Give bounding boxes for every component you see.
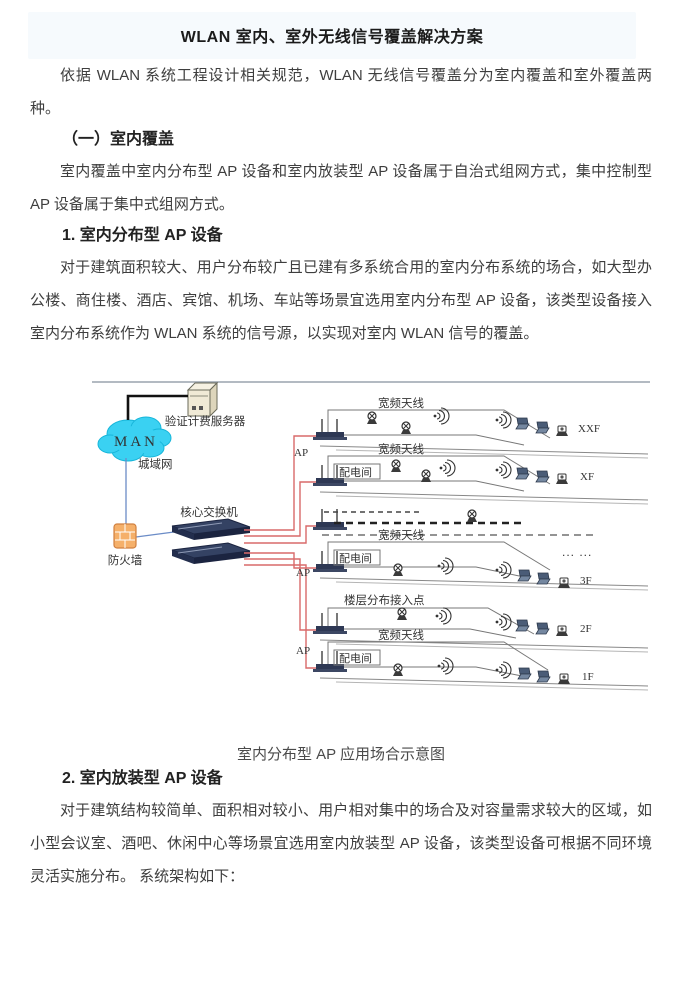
- floor-3f: 宽频天线 配电间 ... ... 3F 楼层分布接入点: [312, 528, 649, 607]
- laptop-icon: [536, 572, 551, 585]
- floor-label-xxf: XXF: [578, 423, 600, 435]
- core-switch-label: 核心交换机: [180, 505, 238, 519]
- auth-server-label: 验证计费服务器: [165, 414, 246, 428]
- floor-label-2f: 2F: [580, 623, 592, 635]
- network-diagram: MAN 城域网 验证计费服务器: [92, 381, 650, 691]
- laptop-icon: [536, 670, 551, 683]
- heading-distributed-ap: 1. 室内分布型 AP 设备: [62, 227, 223, 244]
- wireless-signal-icon: [435, 607, 452, 625]
- heading-fat-ap: 2. 室内放装型 AP 设备: [62, 770, 223, 787]
- ap-device-icon: [312, 418, 348, 441]
- document-page: WLAN 室内、室外无线信号覆盖解决方案 依据 WLAN 系统工程设计相关规范，…: [0, 12, 682, 994]
- floor-label-xf: XF: [580, 471, 594, 483]
- floor-label-3f: 3F: [580, 575, 592, 587]
- core-switch-icon: [171, 518, 251, 540]
- ap-device-icon: [312, 612, 348, 635]
- power-room-label: 配电间: [339, 552, 372, 565]
- firewall-label: 防火墙: [108, 553, 143, 567]
- laptop-icon: [535, 470, 550, 483]
- laptop-icon: [517, 569, 532, 582]
- laptop-icon: [515, 619, 530, 632]
- floor-2f: 2F: [312, 607, 649, 653]
- power-room-label: 配电间: [339, 466, 372, 479]
- intro-paragraph: 依据 WLAN 系统工程设计相关规范，WLAN 无线信号覆盖分为室内覆盖和室外覆…: [30, 67, 652, 117]
- distributed-ap-paragraph: 对于建筑面积较大、用户分布较广且已建有多系统合用的室内分布系统的场合，如大型办公…: [30, 259, 652, 342]
- ap-feeder-lines: [244, 435, 316, 669]
- broadband-antenna-label: 宽频天线: [378, 528, 424, 542]
- wireless-signal-icon: [495, 561, 512, 579]
- terminal-icon: [557, 577, 571, 589]
- floor-label-1f: 1F: [582, 671, 594, 683]
- wireless-signal-icon: [495, 661, 512, 679]
- network-diagram-figure: MAN 城域网 验证计费服务器: [88, 376, 652, 721]
- terminal-icon: [555, 625, 569, 637]
- ap-label-1: AP: [294, 447, 308, 459]
- figure-caption: 室内分布型 AP 应用场合示意图: [236, 746, 446, 763]
- cloud-server-link: [126, 394, 188, 420]
- terminal-icon: [557, 673, 571, 685]
- wireless-signal-icon: [437, 657, 454, 675]
- floor-omitted: [312, 508, 596, 536]
- wireless-signal-icon: [495, 411, 512, 429]
- ceiling-antenna-icon: [400, 421, 412, 435]
- ceiling-antenna-icon: [466, 509, 478, 523]
- ap-label-3: AP: [296, 645, 310, 657]
- laptop-icon: [535, 421, 550, 434]
- firewall-switch-link: [135, 531, 175, 538]
- broadband-antenna-label: 宽频天线: [378, 628, 424, 642]
- fat-ap-paragraph: 对于建筑结构较简单、面积相对较小、用户相对集中的场合及对容量需求较大的区域，如小…: [30, 802, 652, 885]
- terminal-icon: [555, 473, 569, 485]
- floor-1f: 宽频天线 配电间 1F: [312, 628, 649, 691]
- broadband-antenna-label: 宽频天线: [378, 396, 424, 410]
- ap-device-icon: [312, 508, 348, 531]
- firewall-icon: [113, 523, 137, 549]
- floor-xxf: 宽频天线 XXF: [312, 396, 649, 459]
- floor-access-point-label: 楼层分布接入点: [344, 593, 425, 607]
- core-switch-icon-2: [171, 542, 251, 564]
- ap-label-2: AP: [296, 567, 310, 579]
- man-caption: 城域网: [138, 458, 173, 471]
- document-title: WLAN 室内、室外无线信号覆盖解决方案: [180, 29, 484, 46]
- wireless-signal-icon: [495, 461, 512, 479]
- floors-ellipsis: ... ...: [562, 545, 592, 559]
- wireless-signal-icon: [495, 613, 512, 631]
- wireless-signal-icon: [437, 557, 454, 575]
- man-label: MAN: [114, 434, 158, 450]
- terminal-icon: [555, 425, 569, 437]
- ceiling-antenna-icon: [396, 607, 408, 621]
- ceiling-antenna-icon: [366, 411, 378, 425]
- man-cloud-icon: MAN: [97, 416, 172, 462]
- broadband-antenna-label: 宽频天线: [378, 442, 424, 456]
- ceiling-antenna-icon: [392, 663, 404, 677]
- laptop-icon: [517, 667, 532, 680]
- ceiling-antenna-icon: [392, 563, 404, 577]
- laptop-icon: [535, 622, 550, 635]
- document-title-band: WLAN 室内、室外无线信号覆盖解决方案: [28, 12, 636, 59]
- ceiling-antenna-icon: [420, 469, 432, 483]
- heading-indoor-coverage: （一）室内覆盖: [62, 131, 175, 148]
- laptop-icon: [515, 467, 530, 480]
- wireless-signal-icon: [439, 459, 456, 477]
- ceiling-antenna-icon: [390, 459, 402, 473]
- floor-xf: 宽频天线 配电间 XF: [312, 442, 649, 505]
- power-room-label: 配电间: [339, 652, 372, 665]
- indoor-coverage-paragraph: 室内覆盖中室内分布型 AP 设备和室内放装型 AP 设备属于自治式组网方式，集中…: [30, 163, 652, 213]
- auth-server-icon: [186, 381, 219, 418]
- laptop-icon: [515, 417, 530, 430]
